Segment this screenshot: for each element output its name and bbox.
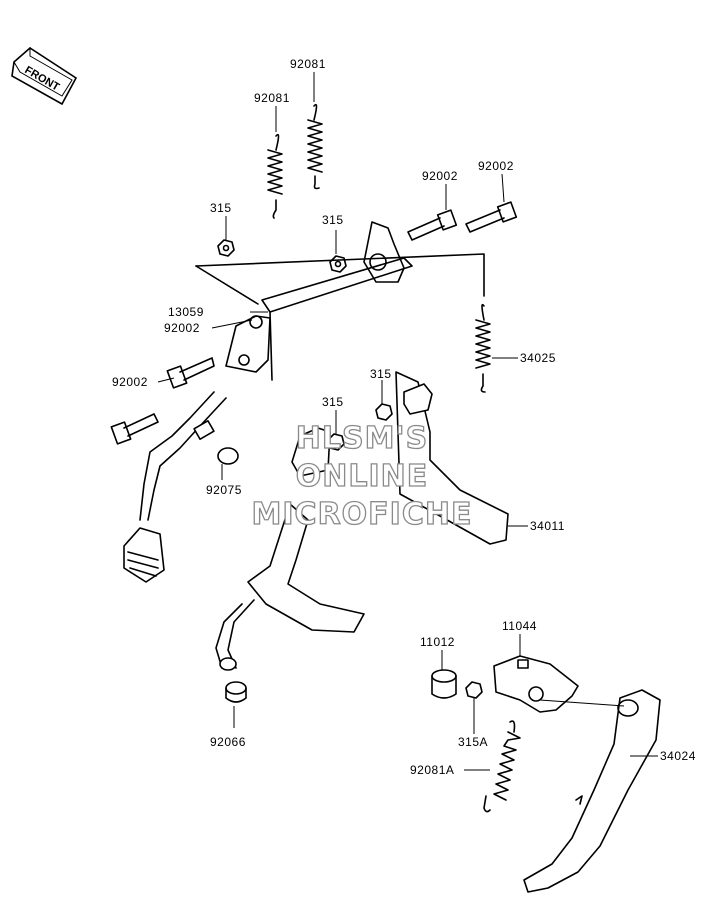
spring-34025 xyxy=(475,303,491,393)
spring-92081-top xyxy=(307,103,323,190)
label-315-lower1: 315 xyxy=(370,367,392,381)
label-92002-b: 92002 xyxy=(478,159,514,173)
label-92081-top: 92081 xyxy=(290,57,326,71)
label-315-center: 315 xyxy=(322,213,344,227)
spring-92081-mid xyxy=(267,133,283,219)
side-stand-34024 xyxy=(523,689,661,893)
bracket-11044 xyxy=(493,655,579,713)
bolt-92002-left1 xyxy=(166,357,215,389)
bolt-92002-a xyxy=(407,209,458,241)
pin-92075 xyxy=(193,420,239,465)
label-92002-a: 92002 xyxy=(422,169,458,183)
nut-315A xyxy=(465,681,483,699)
label-315A: 315A xyxy=(458,735,488,749)
label-34024: 34024 xyxy=(660,749,696,763)
watermark-line-1: HLSM'S xyxy=(296,421,428,456)
label-92081-mid: 92081 xyxy=(254,91,290,105)
label-34025: 34025 xyxy=(520,351,556,365)
watermark: HLSM'S ONLINE MICROFICHE xyxy=(251,420,473,532)
shaft-assembly xyxy=(195,221,485,381)
label-92002-left1: 92002 xyxy=(164,321,200,335)
rubber-11012 xyxy=(431,669,457,699)
bolt-92002-b xyxy=(465,201,518,233)
label-11012: 11012 xyxy=(420,635,455,649)
label-315-lower2: 315 xyxy=(322,395,344,409)
label-13059: 13059 xyxy=(168,305,204,319)
spring-92081A xyxy=(483,720,521,813)
bolt-92002-left2 xyxy=(110,413,159,445)
watermark-line-3: MICROFICHE xyxy=(252,497,473,532)
label-92081A: 92081A xyxy=(410,763,454,777)
nut-315-lower2 xyxy=(327,433,345,451)
label-92066: 92066 xyxy=(210,735,246,749)
nut-315-lower1 xyxy=(375,403,393,421)
label-92002-left2: 92002 xyxy=(112,375,148,389)
nut-315-left xyxy=(217,239,235,257)
front-arrow-icon: FRONT xyxy=(11,46,78,106)
label-34011: 34011 xyxy=(530,519,565,533)
watermark-line-2: ONLINE xyxy=(296,459,429,494)
brake-pedal xyxy=(123,391,227,583)
cap-92066 xyxy=(225,681,247,703)
center-stand-34011 xyxy=(215,371,509,671)
label-92075: 92075 xyxy=(206,483,242,497)
label-315-left: 315 xyxy=(210,201,232,215)
nut-315-center xyxy=(329,255,347,273)
label-11044: 11044 xyxy=(502,619,537,633)
leader-lines xyxy=(157,72,658,771)
